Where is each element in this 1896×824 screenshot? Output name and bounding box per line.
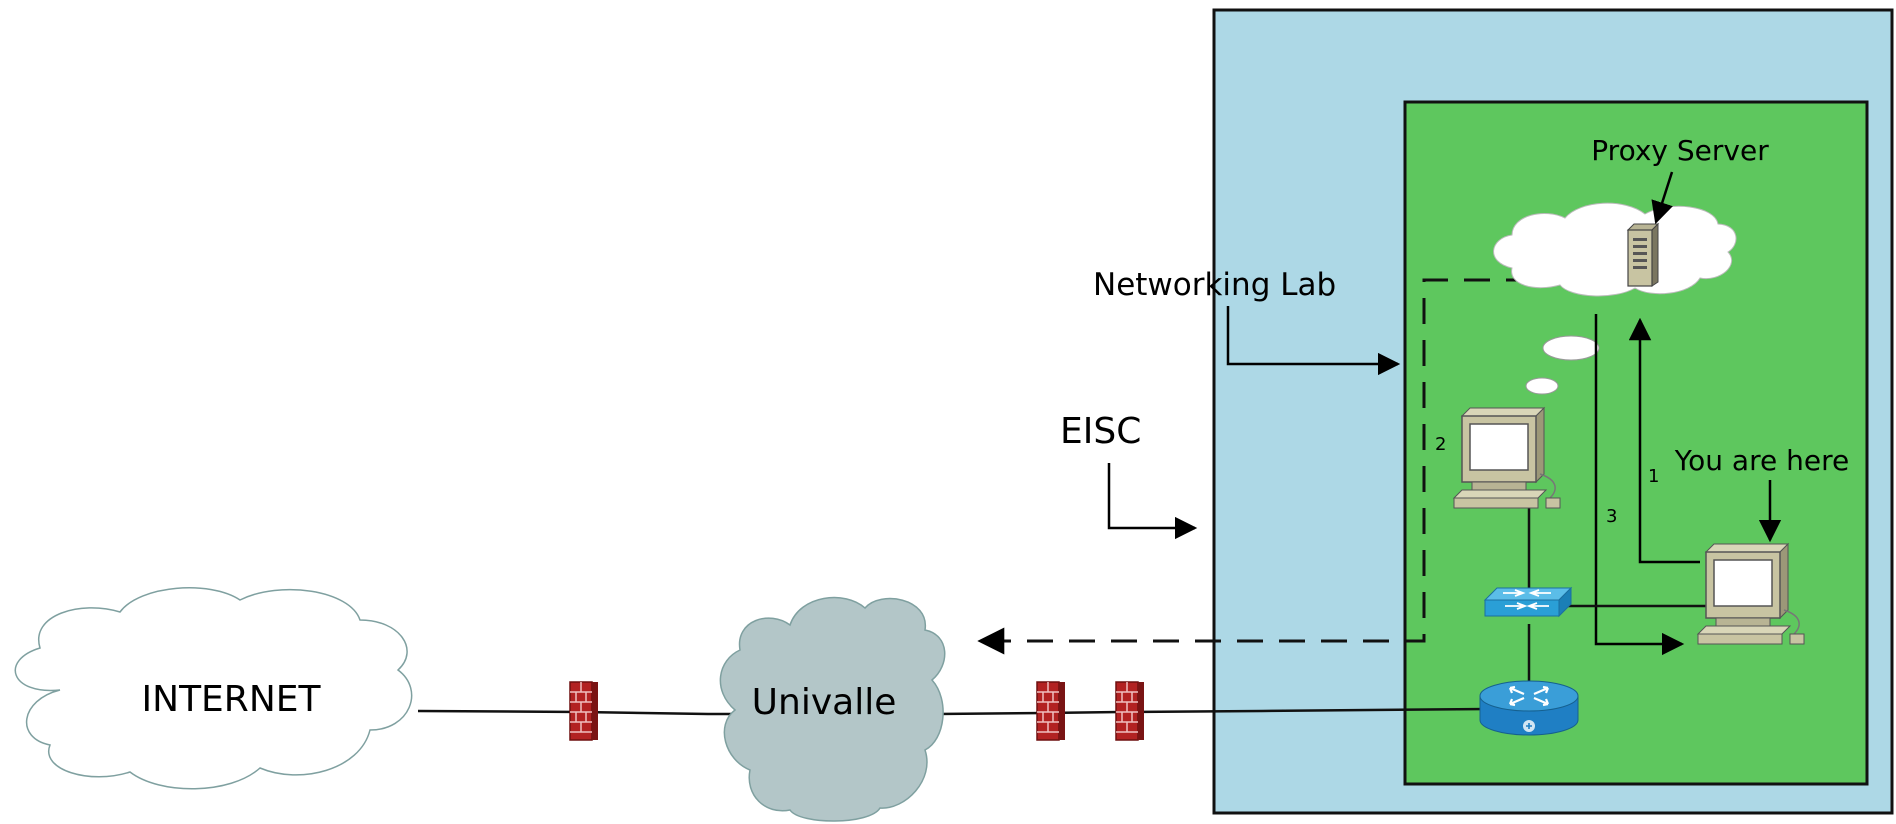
univalle-label: Univalle xyxy=(752,682,897,723)
firewall-icon xyxy=(1036,681,1066,741)
proxy-server-arrow xyxy=(1651,171,1674,225)
path-3-label: 3 xyxy=(1606,506,1617,527)
eisc-arrow xyxy=(1107,463,1198,540)
path-1-arrow xyxy=(1628,317,1700,564)
proxy-cloud xyxy=(1493,202,1737,297)
thought-bubble xyxy=(1542,335,1600,361)
wan-link xyxy=(417,707,1489,716)
router-icon xyxy=(1479,680,1579,736)
path-3-arrow xyxy=(1594,314,1685,656)
networking-lab-label: Networking Lab xyxy=(1093,267,1336,303)
switch-icon xyxy=(1483,586,1573,618)
thought-bubble xyxy=(1525,377,1559,395)
networking-lab-arrow xyxy=(1226,306,1401,376)
path-2-label: 2 xyxy=(1435,434,1446,455)
internet-label: INTERNET xyxy=(142,679,322,720)
internet-cloud xyxy=(14,587,413,790)
you-are-here-label: You are here xyxy=(1674,444,1849,477)
server-icon xyxy=(1626,222,1660,287)
proxy-server-label: Proxy Server xyxy=(1591,134,1769,167)
univalle-cloud xyxy=(719,596,946,822)
firewall-icon xyxy=(1115,681,1145,741)
eisc-label: EISC xyxy=(1060,411,1141,452)
firewall-icon xyxy=(569,681,599,741)
path-1-label: 1 xyxy=(1648,466,1659,487)
